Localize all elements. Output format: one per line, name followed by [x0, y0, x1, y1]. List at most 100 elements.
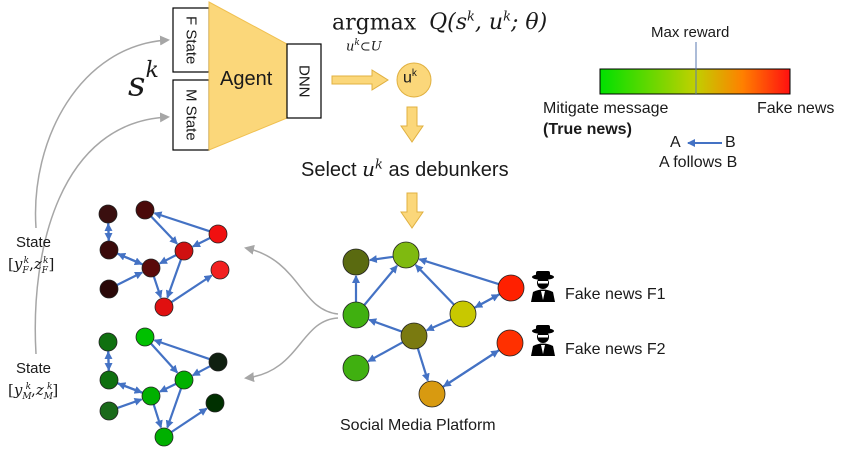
f-state-graph [98, 200, 230, 317]
m-state-caption: State [yMk,zMk] [8, 360, 59, 402]
graph-node [342, 248, 370, 276]
action-to-select-arrow [400, 106, 424, 143]
graph-node [141, 258, 161, 278]
dnn-to-action-arrow [331, 69, 389, 91]
graph-node [400, 322, 428, 350]
max-reward-label: Max reward [651, 24, 730, 41]
state-symbol: sk [128, 58, 159, 105]
follow-edge [117, 252, 151, 271]
m-state-feedback-curve [34, 112, 170, 355]
select-to-platform-arrow [400, 192, 424, 229]
graph-node [418, 380, 446, 408]
follow-edge [368, 255, 394, 264]
m-state-box [172, 79, 210, 151]
action-node-k: k [411, 68, 417, 79]
graph-node [98, 332, 118, 352]
follow-edge [363, 264, 398, 306]
graph-node [208, 224, 228, 244]
action-node-label: uk [403, 68, 417, 87]
dnn-label: DNN [295, 64, 313, 98]
graph-node [135, 200, 155, 220]
true-news-label: (True news) [543, 121, 632, 138]
graph-node [497, 274, 525, 302]
graph-node [174, 241, 194, 261]
follow-edge [425, 318, 452, 332]
platform-to-f-graph-curve [244, 244, 339, 315]
m-state-label: M State [182, 89, 200, 141]
follow-edge [117, 397, 143, 410]
graph-node [99, 370, 119, 390]
fake-news-f2-label: Fake news F2 [565, 341, 666, 358]
graph-node [449, 300, 477, 328]
graph-node [210, 260, 230, 280]
graph-node [342, 301, 370, 329]
follow-edge [473, 293, 500, 309]
follow-edge [104, 343, 113, 372]
follow-edge [191, 365, 211, 377]
graph-node [174, 370, 194, 390]
follow-edge [367, 341, 404, 363]
agent-label: Agent [220, 68, 273, 90]
platform-graph [342, 241, 525, 408]
follow-edge [368, 318, 403, 333]
platform-caption: Social Media Platform [340, 417, 496, 434]
select-debunkers-text: Select uk as debunkers [301, 157, 509, 181]
follow-edge [150, 342, 179, 374]
dnn-box [286, 43, 322, 119]
graph-node [99, 401, 119, 421]
argmax-op: argmax [332, 10, 417, 36]
follow-edge [159, 254, 177, 265]
f-state-caption: State [yFk,zFk] [8, 234, 55, 276]
graph-node [99, 279, 119, 299]
action-node-u: u [403, 69, 412, 87]
m-state-graph [98, 327, 228, 447]
follow-edge [147, 268, 163, 299]
follow-edge [116, 271, 143, 286]
follow-edge [159, 382, 177, 393]
graph-node [342, 354, 370, 382]
network-graphs [98, 200, 525, 447]
follow-edge [192, 237, 211, 248]
graph-node [496, 329, 524, 357]
follow-b-label: B [725, 134, 736, 151]
state-symbol-s: s [128, 64, 146, 105]
follow-edge [416, 348, 430, 382]
follow-edge [153, 338, 210, 361]
argmax-subscript: uk⊂U [346, 38, 382, 55]
follow-edge [170, 274, 213, 303]
graph-node [208, 352, 228, 372]
follow-edge [442, 349, 500, 388]
hacker-icon [531, 325, 555, 356]
q-expr: Q(sk, uk; θ) [429, 10, 548, 36]
hacker-icon [531, 271, 555, 302]
graph-node [98, 204, 118, 224]
fake-news-label: Fake news [757, 100, 835, 117]
follow-edge [153, 211, 210, 233]
mitigate-label: Mitigate message [543, 100, 669, 117]
f-state-box [172, 7, 210, 73]
f-state-label: F State [182, 15, 200, 65]
follow-edge [414, 264, 455, 306]
follow-a-label: A [670, 134, 681, 151]
follow-edge [165, 259, 183, 299]
fake-news-f1-label: Fake news F1 [565, 286, 666, 303]
graph-node [392, 241, 420, 269]
platform-to-m-graph-curve [244, 317, 339, 383]
follow-caption: A follows B [659, 154, 738, 171]
graph-node [205, 393, 225, 413]
reward-colorbar [599, 68, 791, 95]
argmax-formula: argmax Q(sk, uk; θ) [332, 10, 547, 35]
graph-node [154, 297, 174, 317]
graph-node [99, 240, 119, 260]
follow-edge [117, 382, 151, 400]
state-symbol-k: k [145, 58, 159, 83]
action-node [396, 62, 432, 98]
graph-node [135, 327, 155, 347]
follow-edge [170, 407, 208, 433]
graph-node [141, 386, 161, 406]
f-state-feedback-curve [34, 35, 170, 229]
graph-node [154, 427, 174, 447]
follow-edge [418, 257, 499, 286]
